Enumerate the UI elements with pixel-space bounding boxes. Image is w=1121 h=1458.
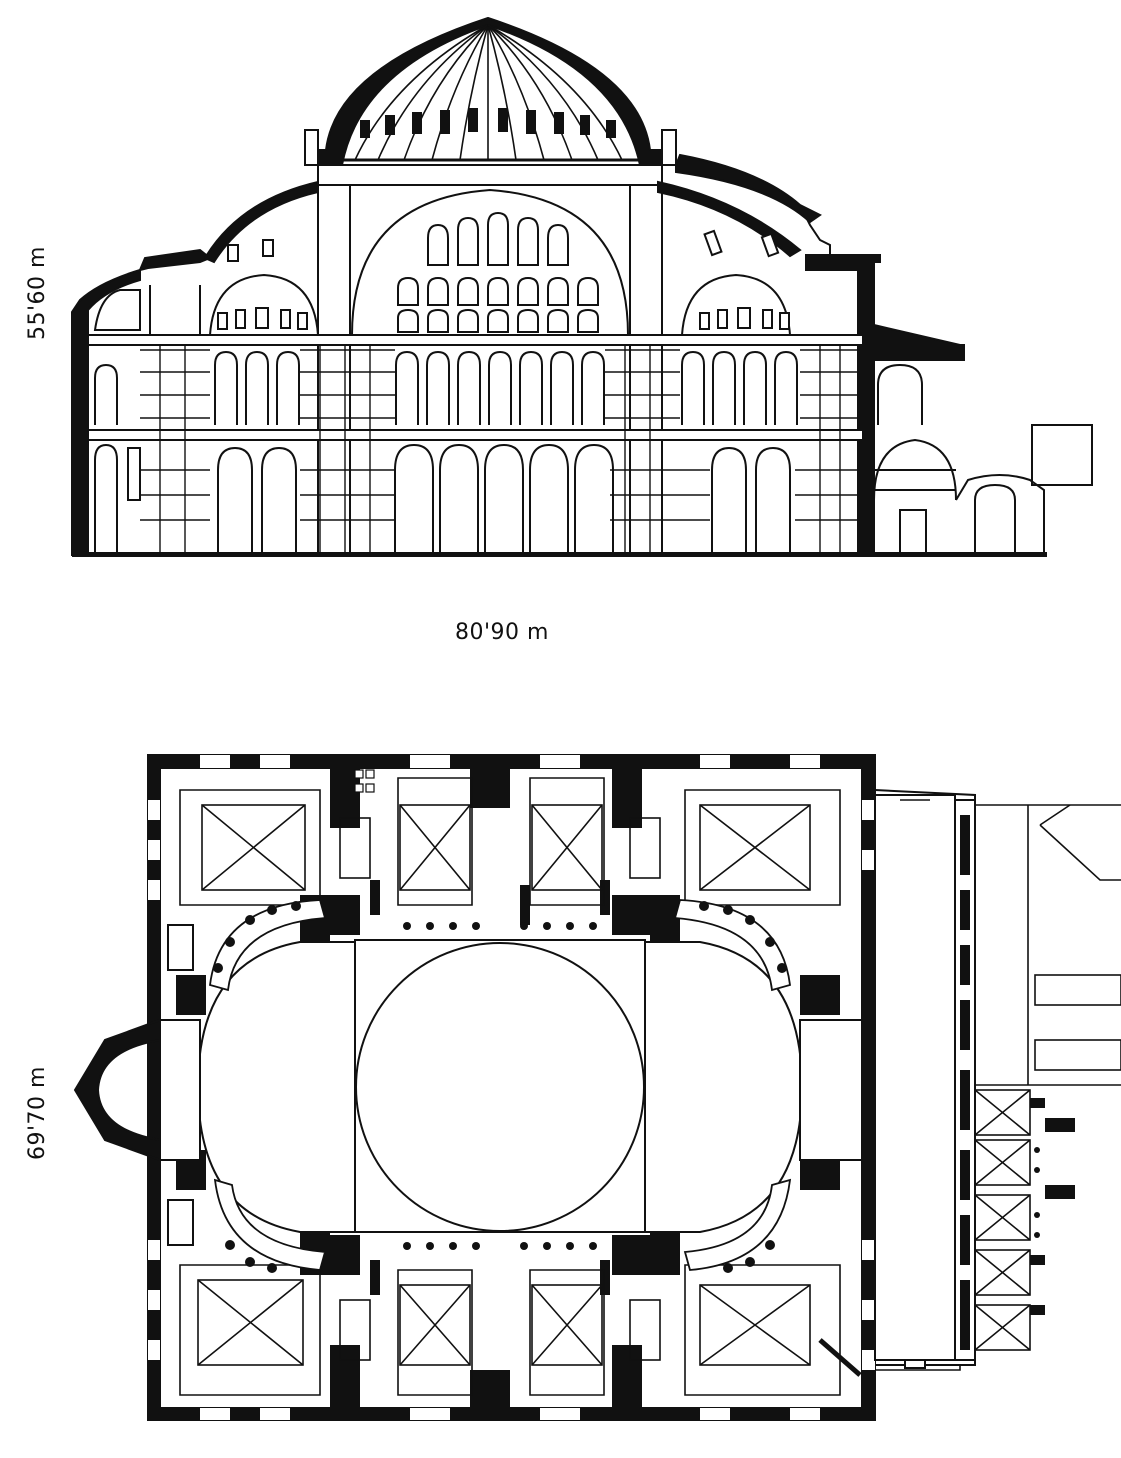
narthex-piers <box>954 799 976 1361</box>
columns <box>213 901 787 1273</box>
gallery-cornice <box>87 334 864 346</box>
dome-windows <box>360 108 616 138</box>
right-tower-cut <box>805 254 881 556</box>
exonarthex <box>975 804 1121 1086</box>
right-roof <box>675 153 822 224</box>
gallery-railings <box>140 345 858 555</box>
main-dome-shell <box>317 16 663 166</box>
left-exedra-dome <box>209 273 319 336</box>
ground-line <box>72 552 1047 557</box>
length-dimension-label: 69'70 m <box>25 1066 50 1160</box>
drum-block <box>317 164 663 186</box>
floor-cornice <box>87 429 864 441</box>
plan-wall-openings <box>148 755 875 1420</box>
aisle-bays <box>179 777 841 1396</box>
left-semidome <box>203 180 319 264</box>
left-outer-wall <box>71 268 141 556</box>
dome-ribs <box>342 24 640 162</box>
tympanum-arch <box>351 188 629 336</box>
ramp-bays <box>974 1089 1031 1351</box>
ground-arcade <box>217 443 791 552</box>
tympanum-windows <box>397 211 599 333</box>
floor-plan <box>73 754 1121 1421</box>
exedra-windows <box>217 229 790 330</box>
stair-marks <box>354 769 375 793</box>
left-roof <box>138 248 212 272</box>
cross-section-elevation <box>71 16 1093 557</box>
right-semidome <box>657 180 802 258</box>
upper-arcade <box>214 350 798 425</box>
inner-narthex <box>874 794 956 1361</box>
height-dimension-label: 55'60 m <box>25 246 50 340</box>
width-dimension-label: 80'90 m <box>455 620 549 645</box>
cross-vaults <box>197 804 811 1366</box>
right-exedra-dome <box>681 273 791 336</box>
